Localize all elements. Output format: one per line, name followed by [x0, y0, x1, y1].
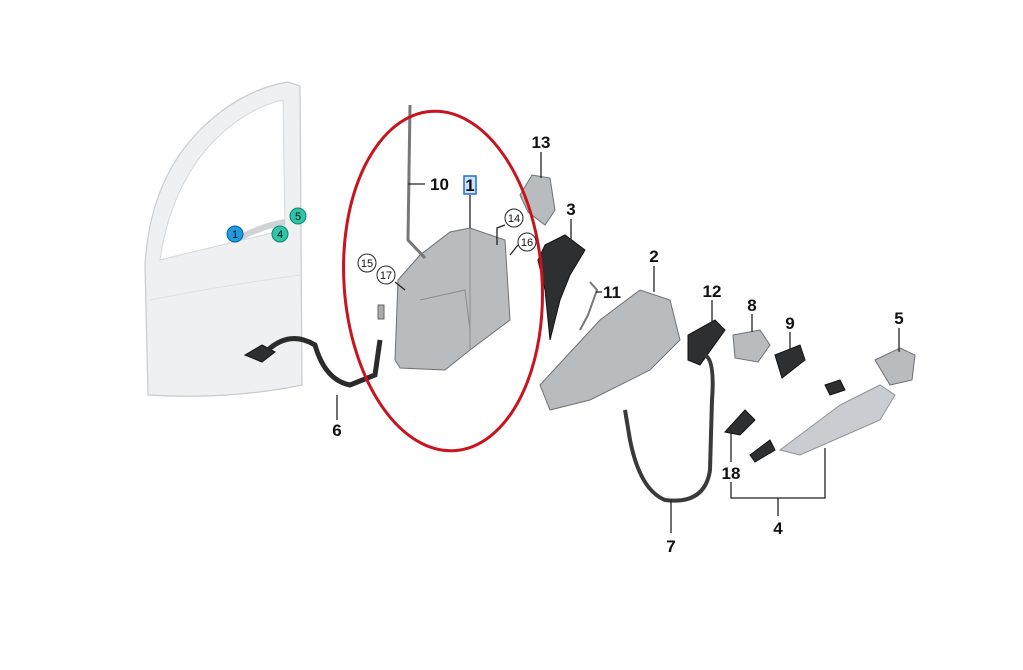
part-3-cover	[537, 234, 586, 341]
door-callout-1-label: 1	[232, 229, 238, 241]
svg-text:14: 14	[508, 213, 520, 225]
part-7-cable	[623, 353, 715, 503]
highlight-box	[463, 175, 477, 195]
label-6: 6	[332, 421, 341, 440]
door-callout-4[interactable]: 4	[271, 225, 289, 243]
part-10-rod	[406, 104, 427, 260]
door-callout-4-label: 4	[277, 229, 283, 241]
part-4-handle-clip	[824, 379, 846, 396]
door-callout-5[interactable]: 5	[289, 207, 307, 225]
door-callout-1[interactable]: 1	[226, 225, 244, 243]
part-4-outer-handle	[778, 384, 896, 456]
part-1-door-lock	[394, 227, 511, 371]
part-5-cap	[874, 347, 916, 386]
label-10: 10	[430, 175, 449, 194]
svg-text:15: 15	[361, 258, 373, 270]
label-5: 5	[894, 309, 903, 328]
label-1: 1	[465, 176, 474, 195]
circled-label-16: 16	[517, 232, 537, 252]
label-7: 7	[666, 537, 675, 556]
door-callout-5-label: 5	[295, 211, 301, 223]
circled-label-14: 14	[504, 208, 524, 228]
part-2-handle-carrier	[539, 289, 681, 411]
label-2: 2	[649, 247, 658, 266]
label-3: 3	[566, 200, 575, 219]
part-8-lock-cylinder	[732, 329, 771, 363]
svg-text:17: 17	[380, 270, 392, 282]
part-13-bracket	[519, 174, 556, 226]
part-18-sensor	[724, 409, 756, 436]
part-11-rod	[579, 281, 599, 331]
label-4: 4	[773, 519, 783, 538]
circled-label-15: 15	[357, 253, 377, 273]
part-9-bracket	[774, 344, 806, 379]
door-panel	[144, 81, 303, 397]
label-18: 18	[722, 464, 741, 483]
highlight-ellipse	[342, 109, 544, 453]
label-12: 12	[703, 282, 722, 301]
label-9: 9	[785, 314, 794, 333]
leader-lines	[336, 152, 900, 533]
label-11: 11	[603, 283, 621, 302]
label-8: 8	[747, 296, 756, 315]
part-6-cable	[243, 304, 385, 388]
label-13: 13	[532, 133, 551, 152]
part-12-gasket	[687, 319, 726, 366]
svg-text:16: 16	[521, 237, 533, 249]
circled-label-17: 17	[376, 265, 396, 285]
part-18-connector	[749, 439, 776, 463]
